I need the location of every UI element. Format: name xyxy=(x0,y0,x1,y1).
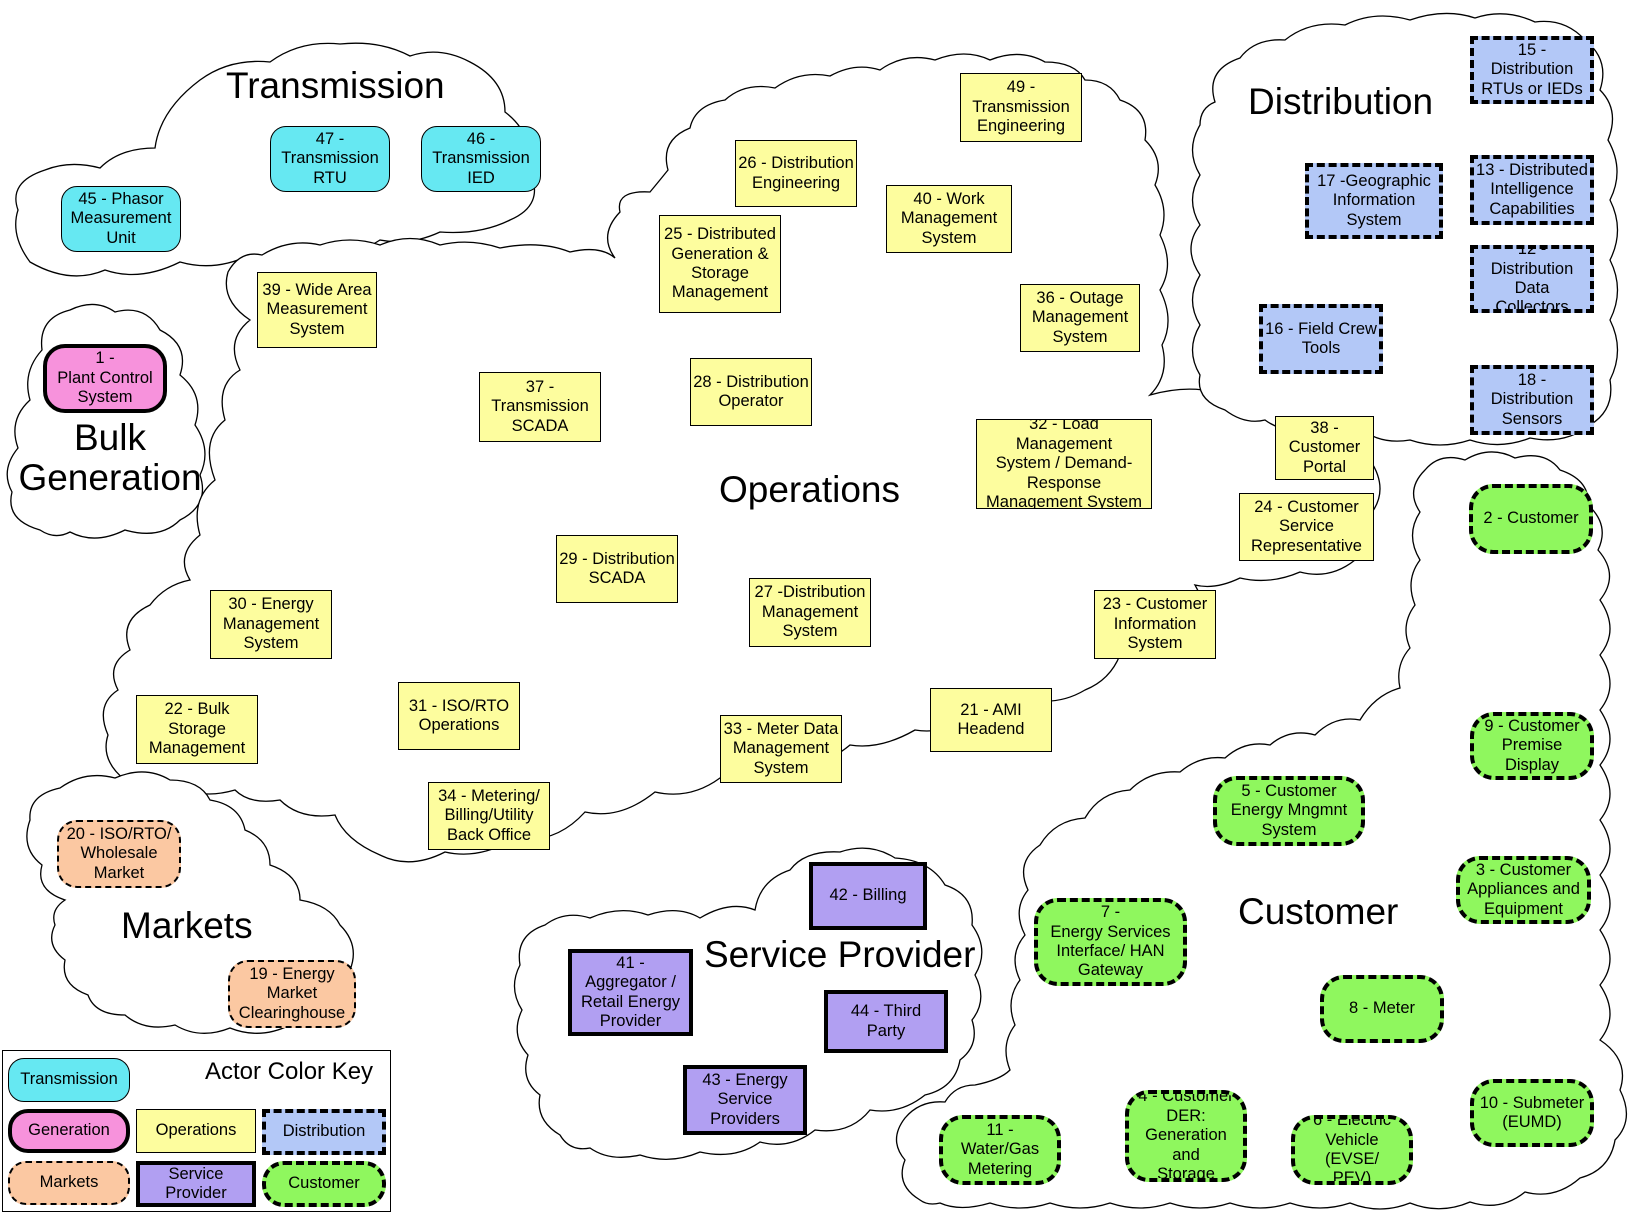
actor-19-energy-market-clearinghouse[interactable]: 19 - Energy Market Clearinghouse xyxy=(228,960,356,1028)
actor-43-energy-service-providers[interactable]: 43 - Energy Service Providers xyxy=(683,1065,807,1135)
actor-47-transmission-rtu[interactable]: 47 - Transmission RTU xyxy=(270,126,390,192)
distribution-title: Distribution xyxy=(1248,81,1434,122)
actor-36-outage-management-system[interactable]: 36 - Outage Management System xyxy=(1020,284,1140,352)
key-generation: Generation xyxy=(8,1109,130,1153)
actor-3-customer-appliances-and-equipment[interactable]: 3 - Customer Appliances and Equipment xyxy=(1456,856,1591,924)
actor-11-water-gas-metering[interactable]: 11 - Water/Gas Metering xyxy=(939,1115,1061,1185)
actor-46-transmission-ied[interactable]: 46 - Transmission IED xyxy=(421,126,541,192)
actor-7-energy-services-interface-han-gateway[interactable]: 7 - Energy Services Interface/ HAN Gatew… xyxy=(1034,898,1187,986)
key-operations: Operations xyxy=(136,1109,256,1153)
actor-23-customer-information-system[interactable]: 23 - Customer Information System xyxy=(1094,590,1216,659)
actor-34-metering-billing-utility-back-office[interactable]: 34 - Metering/ Billing/Utility Back Offi… xyxy=(428,782,550,850)
actor-12-distribution-data-collectors[interactable]: 12 - Distribution Data Collectors xyxy=(1470,245,1594,313)
actor-17-geographic-information-system[interactable]: 17 -Geographic Information System xyxy=(1305,163,1443,239)
actor-38-customer-portal[interactable]: 38 - Customer Portal xyxy=(1275,416,1374,480)
actor-39-wide-area-measurement-system[interactable]: 39 - Wide Area Measurement System xyxy=(257,272,377,348)
markets-title: Markets xyxy=(121,905,253,946)
actor-44-third-party[interactable]: 44 - Third Party xyxy=(824,990,948,1053)
key-service-provider: Service Provider xyxy=(136,1161,256,1207)
actor-18-distribution-sensors[interactable]: 18 - Distribution Sensors xyxy=(1470,365,1594,435)
actor-13-distributed-intelligence-capabilities[interactable]: 13 - Distributed Intelligence Capabiliti… xyxy=(1470,155,1594,225)
actor-5-customer-energy-management-system[interactable]: 5 - Customer Energy Mngmnt System xyxy=(1213,776,1365,846)
actor-15-distribution-rtus-or-ieds[interactable]: 15 - Distribution RTUs or IEDs xyxy=(1470,36,1594,104)
actor-21-ami-headend[interactable]: 21 - AMI Headend xyxy=(930,688,1052,752)
actor-28-distribution-operator[interactable]: 28 - Distribution Operator xyxy=(690,358,812,426)
transmission-title: Transmission xyxy=(226,65,445,106)
actor-41-aggregator-retail-energy-provider[interactable]: 41 - Aggregator / Retail Energy Provider xyxy=(568,949,693,1036)
actor-2-customer[interactable]: 2 - Customer xyxy=(1469,484,1593,554)
actor-30-energy-management-system[interactable]: 30 - Energy Management System xyxy=(210,590,332,659)
actor-22-bulk-storage-management[interactable]: 22 - Bulk Storage Management xyxy=(136,695,258,764)
actor-24-customer-service-representative[interactable]: 24 - Customer Service Representative xyxy=(1239,493,1374,561)
actor-1-plant-control-system[interactable]: 1 - Plant Control System xyxy=(43,344,167,413)
actor-40-work-management-system[interactable]: 40 - Work Management System xyxy=(886,185,1012,253)
key-customer: Customer xyxy=(262,1161,386,1207)
actor-37-transmission-scada[interactable]: 37 - Transmission SCADA xyxy=(479,372,601,442)
actor-29-distribution-scada[interactable]: 29 - Distribution SCADA xyxy=(556,535,678,603)
actor-42-billing[interactable]: 42 - Billing xyxy=(809,862,927,930)
actor-6-electric-vehicle-evse-pev[interactable]: 6 - Electric Vehicle (EVSE/ PEV) xyxy=(1291,1115,1413,1185)
actor-27-distribution-management-system[interactable]: 27 -Distribution Management System xyxy=(749,578,871,647)
actor-32-load-management-demand-response-system[interactable]: 32 - Load Management System / Demand- Re… xyxy=(976,419,1152,509)
key-markets: Markets xyxy=(8,1161,130,1205)
actor-25-distributed-generation-storage-management[interactable]: 25 - Distributed Generation & Storage Ma… xyxy=(659,215,781,313)
actor-10-submeter-eumd[interactable]: 10 - Submeter (EUMD) xyxy=(1470,1079,1594,1147)
bulk-generation-title: Bulk Generation xyxy=(18,417,202,498)
customer-title: Customer xyxy=(1238,891,1399,932)
actor-color-key-title: Actor Color Key xyxy=(205,1058,374,1085)
actor-8-meter[interactable]: 8 - Meter xyxy=(1320,975,1444,1043)
actor-45-phasor-measurement-unit[interactable]: 45 - Phasor Measurement Unit xyxy=(61,186,181,252)
actor-31-iso-rto-operations[interactable]: 31 - ISO/RTO Operations xyxy=(398,682,520,750)
actor-16-field-crew-tools[interactable]: 16 - Field Crew Tools xyxy=(1259,304,1383,374)
actor-49-transmission-engineering[interactable]: 49 - Transmission Engineering xyxy=(960,73,1082,142)
actor-26-distribution-engineering[interactable]: 26 - Distribution Engineering xyxy=(735,140,857,207)
key-transmission: Transmission xyxy=(8,1058,130,1102)
key-distribution: Distribution xyxy=(262,1109,386,1155)
service-provider-title: Service Provider xyxy=(704,934,976,975)
actor-33-meter-data-management-system[interactable]: 33 - Meter Data Management System xyxy=(720,715,842,783)
operations-title: Operations xyxy=(719,469,900,510)
actor-4-customer-der-generation-and-storage[interactable]: 4 - Customer DER: Generation and Storage xyxy=(1125,1090,1247,1182)
actor-9-customer-premise-display[interactable]: 9 - Customer Premise Display xyxy=(1470,712,1594,780)
actor-20-iso-rto-wholesale-market[interactable]: 20 - ISO/RTO/ Wholesale Market xyxy=(57,820,181,888)
